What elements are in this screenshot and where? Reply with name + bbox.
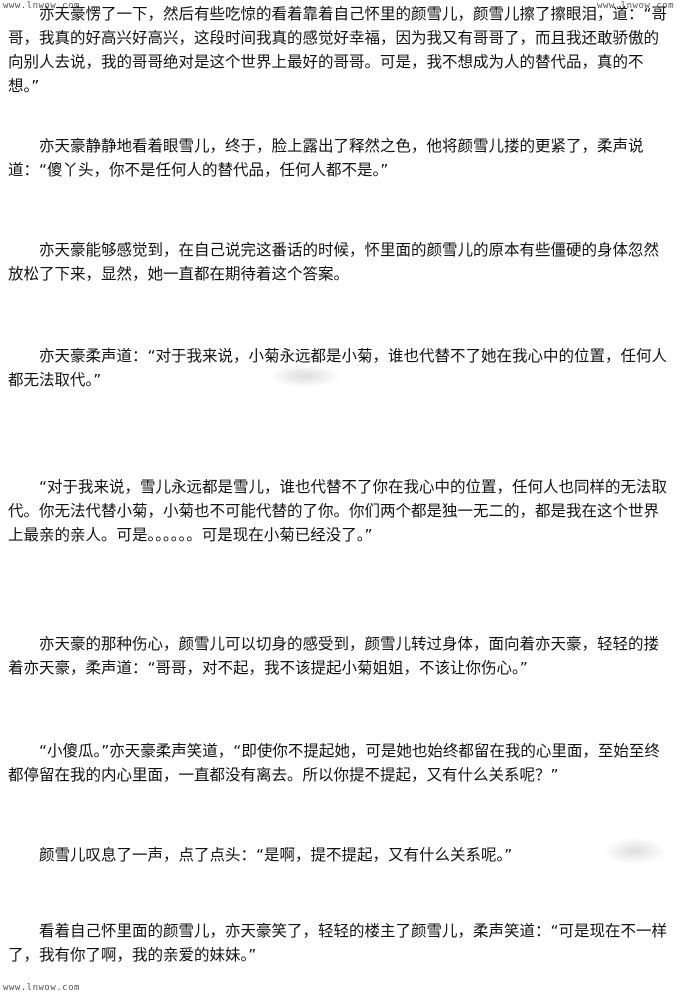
scan-smudge xyxy=(605,838,665,864)
paragraph: 看着自己怀里面的颜雪儿，亦天豪笑了，轻轻的楼主了颜雪儿，柔声笑道：“可是现在不一… xyxy=(8,922,668,964)
paragraph: 亦天豪的那种伤心，颜雪儿可以切身的感受到，颜雪儿转过身体，面向着亦天豪，轻轻的搂… xyxy=(8,635,660,677)
watermark-top-right: www.lnwow.com xyxy=(597,1,674,11)
watermark-bottom-left: www.lnwow.com xyxy=(3,983,80,993)
scan-smudge xyxy=(270,365,340,387)
paragraph: 亦天豪柔声道：“对于我来说，小菊永远都是小菊，谁也代替不了她在我心中的位置，任何… xyxy=(8,347,668,389)
paragraph: 亦天豪能够感觉到，在自己说完这番话的时候，怀里面的颜雪儿的原本有些僵硬的身体忽然… xyxy=(8,241,660,283)
paragraph: 亦天豪静静地看着眼雪儿，终于，脸上露出了释然之色，他将颜雪儿搂的更紧了，柔声说道… xyxy=(8,137,644,179)
paragraph: “小傻瓜。”亦天豪柔声笑道，“即使你不提起她，可是她也始终都留在我的心里面，至始… xyxy=(8,742,660,784)
watermark-top-left: www.lnwow.com xyxy=(3,1,80,11)
paragraph: “对于我来说，雪儿永远都是雪儿，谁也代替不了你在我心中的位置，任何人也同样的无法… xyxy=(8,478,668,544)
paragraph: 亦天豪愣了一下，然后有些吃惊的看着靠着自己怀里的颜雪儿，颜雪儿擦了擦眼泪，道：“… xyxy=(8,5,668,95)
paragraph: 颜雪儿叹息了一声，点了点头：“是啊，提不提起，又有什么关系呢。” xyxy=(39,846,513,864)
